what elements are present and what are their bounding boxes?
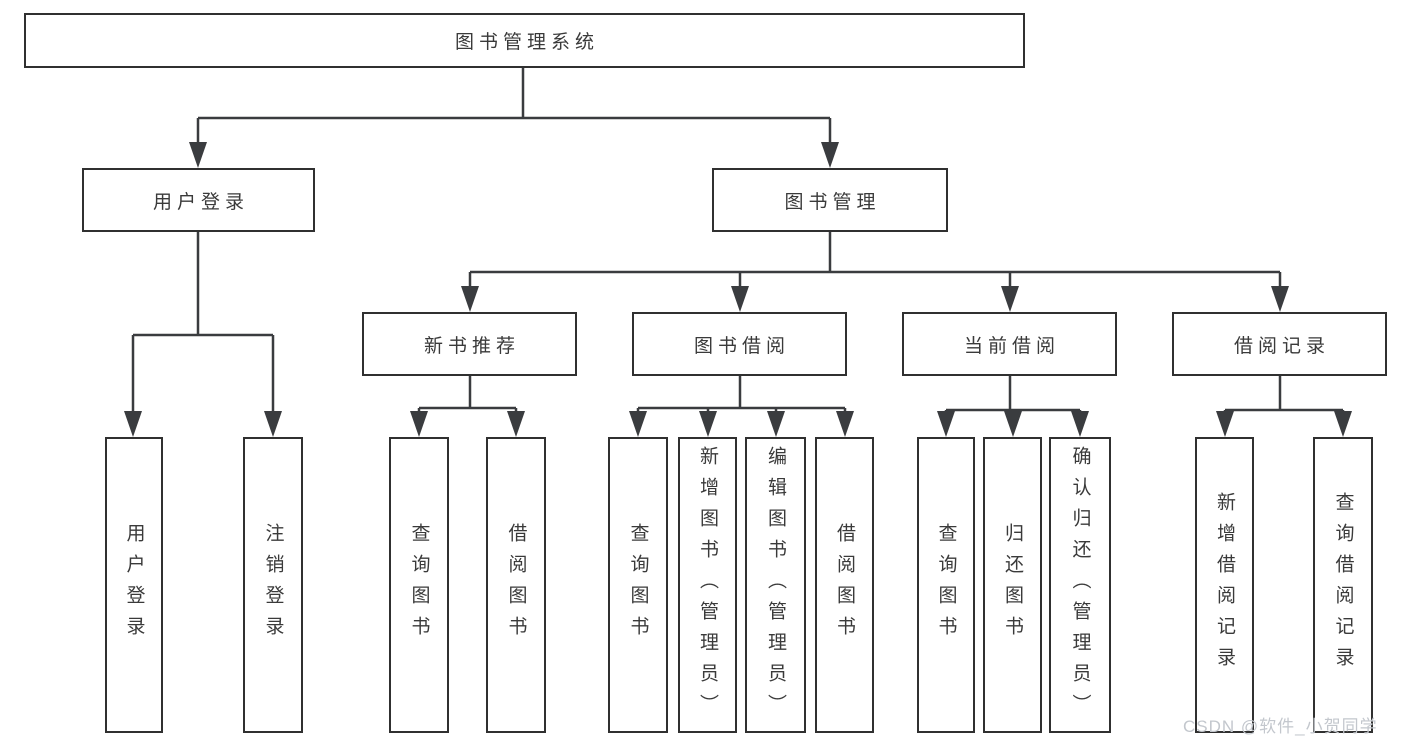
csdn-watermark: CSDN @软件_小贺同学 bbox=[1183, 717, 1378, 736]
leaf-newbooks-query-books-label: 查询图书 bbox=[408, 523, 430, 647]
connector-newbooks-to-children bbox=[417, 376, 518, 413]
node-book-management: 图书管理 bbox=[712, 168, 948, 232]
leaf-logout: 注销登录 bbox=[243, 437, 303, 733]
arrow-icon bbox=[1271, 286, 1289, 312]
leaf-borrowing-edit-books-admin: 编辑图书（管理员） bbox=[745, 437, 806, 733]
node-book-borrowing: 图书借阅 bbox=[632, 312, 847, 376]
arrow-icon bbox=[731, 286, 749, 312]
leaf-current-return-books: 归还图书 bbox=[983, 437, 1042, 733]
leaf-borrowing-borrow-books: 借阅图书 bbox=[815, 437, 874, 733]
arrow-icon bbox=[1071, 411, 1089, 437]
arrow-icon bbox=[124, 411, 142, 437]
leaf-records-query-record-label: 查询借阅记录 bbox=[1332, 492, 1354, 678]
connector-bookmgmt-to-sections bbox=[468, 232, 1282, 288]
leaf-borrowing-add-books-admin: 新增图书（管理员） bbox=[678, 437, 737, 733]
leaf-current-query-books-label: 查询图书 bbox=[935, 523, 957, 647]
leaf-current-confirm-return-admin: 确认归还（管理员） bbox=[1049, 437, 1111, 733]
arrow-icon bbox=[1001, 286, 1019, 312]
arrow-icon bbox=[507, 411, 525, 437]
arrow-icon bbox=[767, 411, 785, 437]
arrow-icon bbox=[836, 411, 854, 437]
arrow-icon bbox=[1004, 411, 1022, 437]
node-book-borrowing-label: 图书借阅 bbox=[693, 335, 790, 357]
arrow-icon bbox=[937, 411, 955, 437]
node-user-login-label: 用户登录 bbox=[152, 191, 249, 213]
leaf-newbooks-borrow-books-label: 借阅图书 bbox=[505, 523, 527, 647]
node-new-book-recommend-label: 新书推荐 bbox=[423, 335, 520, 357]
node-book-management-label: 图书管理 bbox=[784, 191, 881, 213]
leaf-records-query-record: 查询借阅记录 bbox=[1313, 437, 1373, 733]
leaf-user-login-label: 用户登录 bbox=[123, 523, 145, 647]
arrow-icon bbox=[264, 411, 282, 437]
connector-current-to-children bbox=[944, 376, 1082, 413]
connector-root-to-level2 bbox=[196, 68, 832, 144]
leaf-records-add-record: 新增借阅记录 bbox=[1195, 437, 1254, 733]
connector-borrowing-to-children bbox=[636, 376, 847, 413]
connector-userlogin-to-children bbox=[131, 232, 275, 413]
leaf-logout-label: 注销登录 bbox=[262, 523, 284, 647]
node-current-borrowing: 当前借阅 bbox=[902, 312, 1117, 376]
node-user-login: 用户登录 bbox=[82, 168, 315, 232]
leaf-user-login: 用户登录 bbox=[105, 437, 163, 733]
node-new-book-recommend: 新书推荐 bbox=[362, 312, 577, 376]
arrowheads bbox=[124, 142, 1352, 437]
arrow-icon bbox=[410, 411, 428, 437]
node-current-borrowing-label: 当前借阅 bbox=[963, 335, 1060, 357]
leaf-current-query-books: 查询图书 bbox=[917, 437, 975, 733]
leaf-borrowing-borrow-books-label: 借阅图书 bbox=[834, 523, 855, 647]
node-borrow-records: 借阅记录 bbox=[1172, 312, 1387, 376]
arrow-icon bbox=[189, 142, 207, 168]
leaf-borrowing-add-books-admin-label: 新增图书（管理员） bbox=[697, 445, 718, 725]
arrow-icon bbox=[1216, 411, 1234, 437]
arrow-icon bbox=[629, 411, 647, 437]
node-root: 图书管理系统 bbox=[24, 13, 1025, 68]
leaf-current-return-books-label: 归还图书 bbox=[1002, 523, 1023, 647]
node-borrow-records-label: 借阅记录 bbox=[1233, 335, 1330, 357]
arrow-icon bbox=[1334, 411, 1352, 437]
arrow-icon bbox=[821, 142, 839, 168]
leaf-records-add-record-label: 新增借阅记录 bbox=[1214, 492, 1235, 678]
leaf-borrowing-query-books: 查询图书 bbox=[608, 437, 668, 733]
arrow-icon bbox=[699, 411, 717, 437]
leaf-newbooks-borrow-books: 借阅图书 bbox=[486, 437, 546, 733]
leaf-current-confirm-return-admin-label: 确认归还（管理员） bbox=[1069, 445, 1091, 725]
connector-records-to-children bbox=[1223, 376, 1345, 413]
leaf-newbooks-query-books: 查询图书 bbox=[389, 437, 449, 733]
node-root-label: 图书管理系统 bbox=[454, 32, 599, 53]
leaf-borrowing-edit-books-admin-label: 编辑图书（管理员） bbox=[765, 445, 786, 725]
leaf-borrowing-query-books-label: 查询图书 bbox=[627, 523, 649, 647]
arrow-icon bbox=[461, 286, 479, 312]
